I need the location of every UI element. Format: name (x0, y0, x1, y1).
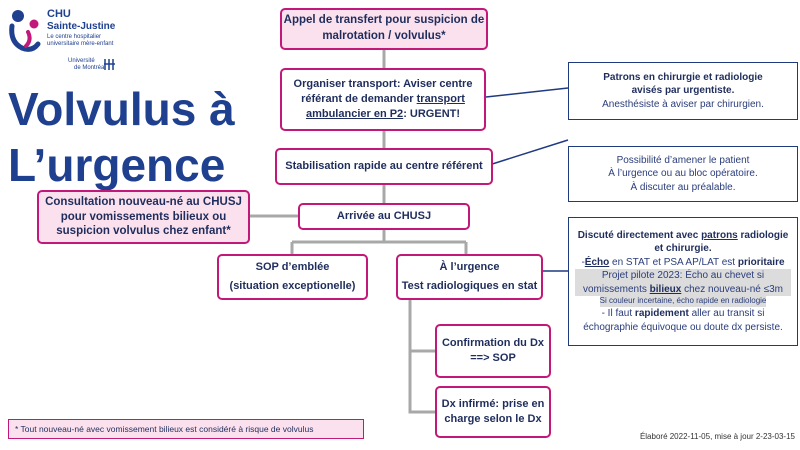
box-consultation-newborn: Consultation nouveau-né au CHUSJ pour vo… (37, 190, 250, 244)
logo-tagline-2: universitaire mère-enfant (47, 41, 114, 47)
box-dx-infirmed: Dx infirmé: prise en charge selon le Dx (435, 386, 551, 438)
udem-logo-line1: Université (68, 58, 95, 64)
logo-chu: CHU (47, 8, 71, 20)
logo-tagline-1: Le centre hospitalier (47, 34, 102, 40)
box-at-emergency: À l’urgence Test radiologiques en stat (396, 254, 543, 300)
footnote: * Tout nouveau-né avec vomissement bilie… (8, 419, 364, 439)
step-transfer-call: Appel de transfert pour suspicion de mal… (280, 8, 488, 50)
connector-note2 (485, 139, 569, 167)
step-arrival-chusj: Arrivée au CHUSJ (298, 203, 470, 230)
chu-logo-mark (9, 10, 41, 52)
connector-urgence-confirm (408, 300, 435, 353)
udem-logo-line2: de Montréal (74, 65, 106, 71)
page-title-line1: Volvulus à (8, 83, 235, 135)
chu-logo: CHU Sainte-Justine Le centre hospitalier… (8, 6, 123, 76)
note-radiology-discussion: Discuté directement avec patrons radiolo… (568, 217, 798, 346)
step-organize-transport: Organiser transport: Aviser centre référ… (280, 68, 486, 131)
connector-note1 (485, 87, 569, 98)
box-confirmation-dx: Confirmation du Dx ==> SOP (435, 324, 551, 378)
udem-crest-icon (104, 59, 115, 70)
note-bring-patient: Possibilité d’amener le patient À l’urge… (568, 146, 798, 202)
note-surgeons-notified: Patrons en chirurgie et radiologie avisé… (568, 62, 798, 120)
box-sop-immediate: SOP d’emblée (situation exceptionelle) (217, 254, 368, 300)
step-stabilisation: Stabilisation rapide au centre référent (275, 148, 493, 185)
logo-sainte-justine: Sainte-Justine (47, 21, 116, 32)
credit-date: Élaboré 2022-11-05, mise à jour 2-23-03-… (639, 432, 795, 441)
page-title-line2: L’urgence (8, 139, 226, 191)
connector-urgence-infirm (408, 351, 435, 414)
